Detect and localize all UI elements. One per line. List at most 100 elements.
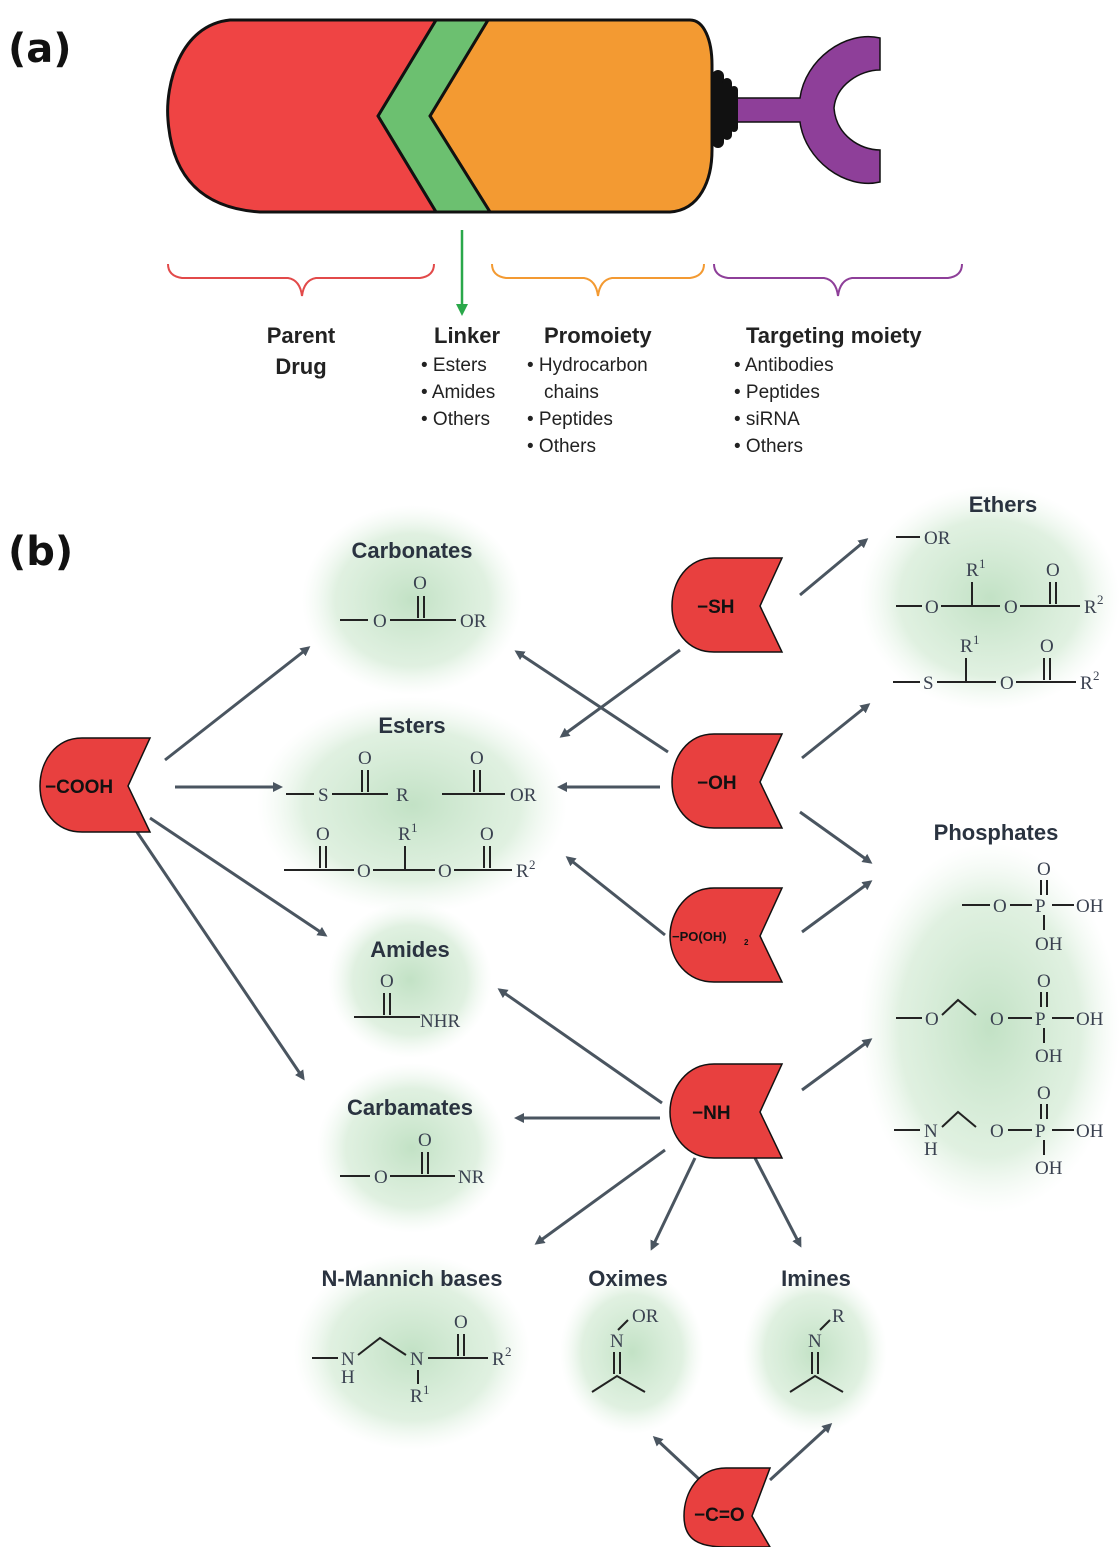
atom-o: O [925, 1009, 939, 1030]
atom-nr: NR [458, 1167, 485, 1188]
atom-o: O [1040, 636, 1054, 657]
esters-group: Esters O S R O OR O R 1 O O O R 2 [284, 713, 537, 882]
atom-o: O [1004, 597, 1018, 618]
atom-s: S [318, 785, 329, 806]
mannich-group: N-Mannich bases O N H N R 2 R 1 [312, 1266, 512, 1407]
po-label: −PO(OH) [672, 929, 727, 944]
atom-or: OR [924, 528, 951, 549]
atom-r2: R [516, 861, 529, 882]
atom-o: O [413, 573, 427, 594]
atom-n: N [808, 1331, 822, 1352]
atom-r1: R [410, 1386, 423, 1407]
promoiety-brace [491, 263, 705, 297]
mannich-title: N-Mannich bases [322, 1266, 503, 1291]
atom-r2: R [1084, 597, 1097, 618]
oximes-title: Oximes [588, 1266, 668, 1291]
category-halos [257, 486, 1119, 1450]
atom-r2: R [1080, 673, 1093, 694]
superscript: 2 [529, 857, 536, 872]
atom-nhr: NHR [420, 1011, 460, 1032]
parent-drug-label-1: Parent [267, 323, 336, 348]
oximes-group: Oximes OR N [588, 1266, 668, 1393]
group-nh: −NH [669, 1063, 784, 1159]
linker-item: • Esters [421, 355, 487, 376]
amides-group: Amides O NHR [354, 937, 460, 1032]
group-cooh: −COOH [39, 737, 152, 833]
atom-r2: R [492, 1349, 505, 1370]
atom-o: O [1037, 971, 1051, 992]
promoiety-item: chains [544, 382, 599, 403]
superscript: 2 [505, 1344, 512, 1359]
carbonates-group: Carbonates O O OR [340, 538, 487, 632]
targeting-title: Targeting moiety [746, 323, 922, 348]
atom-o: O [470, 748, 484, 769]
targeting-item: • Others [734, 436, 803, 457]
superscript: 1 [411, 820, 418, 835]
ethers-group: Ethers OR R 1 O O O R 2 R 1 O S O R 2 [893, 492, 1104, 694]
atom-s: S [923, 673, 934, 694]
atom-r: R [396, 785, 409, 806]
atom-n: N [924, 1121, 938, 1142]
atom-oh: OH [1076, 1121, 1104, 1142]
atom-o: O [418, 1130, 432, 1151]
phosphates-group: Phosphates O O P OH OH O O O P OH OH O N… [894, 820, 1104, 1179]
targeting-brace [713, 263, 963, 297]
imines-group: Imines R N [781, 1266, 851, 1393]
superscript: 1 [423, 1382, 430, 1397]
atom-o: O [1037, 1083, 1051, 1104]
atom-n: N [410, 1349, 424, 1370]
promoiety-shape [428, 18, 714, 214]
prodrug-schematic [166, 18, 881, 214]
atom-oh: OH [1076, 896, 1104, 917]
parent-drug-brace [167, 263, 435, 297]
promoiety-title: Promoiety [544, 323, 652, 348]
superscript: 2 [1093, 668, 1100, 683]
atom-o: O [316, 824, 330, 845]
atom-oh: OH [1035, 934, 1063, 955]
superscript: 1 [973, 632, 980, 647]
reaction-arrows [135, 538, 873, 1482]
cooh-label: −COOH [45, 777, 113, 798]
atom-o: O [1000, 673, 1014, 694]
atom-o: O [925, 597, 939, 618]
linker-item: • Others [421, 409, 490, 430]
atom-o: O [358, 748, 372, 769]
atom-o: O [1037, 859, 1051, 880]
panel-b-label: (b) [8, 529, 73, 575]
targeting-item: • Peptides [734, 382, 820, 403]
atom-or: OR [510, 785, 537, 806]
atom-o: O [993, 896, 1007, 917]
panel-a-label: (a) [8, 26, 72, 72]
atom-or: OR [460, 611, 487, 632]
atom-o: O [990, 1121, 1004, 1142]
linker-title: Linker [434, 323, 500, 348]
promoiety-item: • Hydrocarbon [527, 355, 648, 376]
imines-title: Imines [781, 1266, 851, 1291]
co-label: −C=O [694, 1505, 745, 1526]
po-subscript: 2 [744, 938, 749, 947]
atom-o: O [480, 824, 494, 845]
atom-r1: R [398, 824, 411, 845]
group-oh: −OH [671, 733, 784, 829]
atom-oh: OH [1035, 1046, 1063, 1067]
atom-o: O [438, 861, 452, 882]
atom-o: O [357, 861, 371, 882]
atom-h: H [341, 1367, 355, 1388]
atom-n: N [341, 1349, 355, 1370]
sh-label: −SH [697, 597, 735, 618]
group-co: −C=O [683, 1467, 772, 1547]
phosphates-title: Phosphates [934, 820, 1059, 845]
parent-drug-label-2: Drug [275, 354, 326, 379]
atom-r1: R [960, 636, 973, 657]
oh-label: −OH [697, 773, 737, 794]
superscript: 1 [979, 556, 986, 571]
targeting-item: • Antibodies [734, 355, 834, 376]
superscript: 2 [1097, 592, 1104, 607]
group-sh: −SH [671, 557, 784, 653]
ethers-title: Ethers [969, 492, 1037, 517]
atom-oh: OH [1076, 1009, 1104, 1030]
linker-item: • Amides [421, 382, 495, 403]
atom-p: P [1035, 896, 1046, 917]
targeting-item: • siRNA [734, 409, 800, 430]
